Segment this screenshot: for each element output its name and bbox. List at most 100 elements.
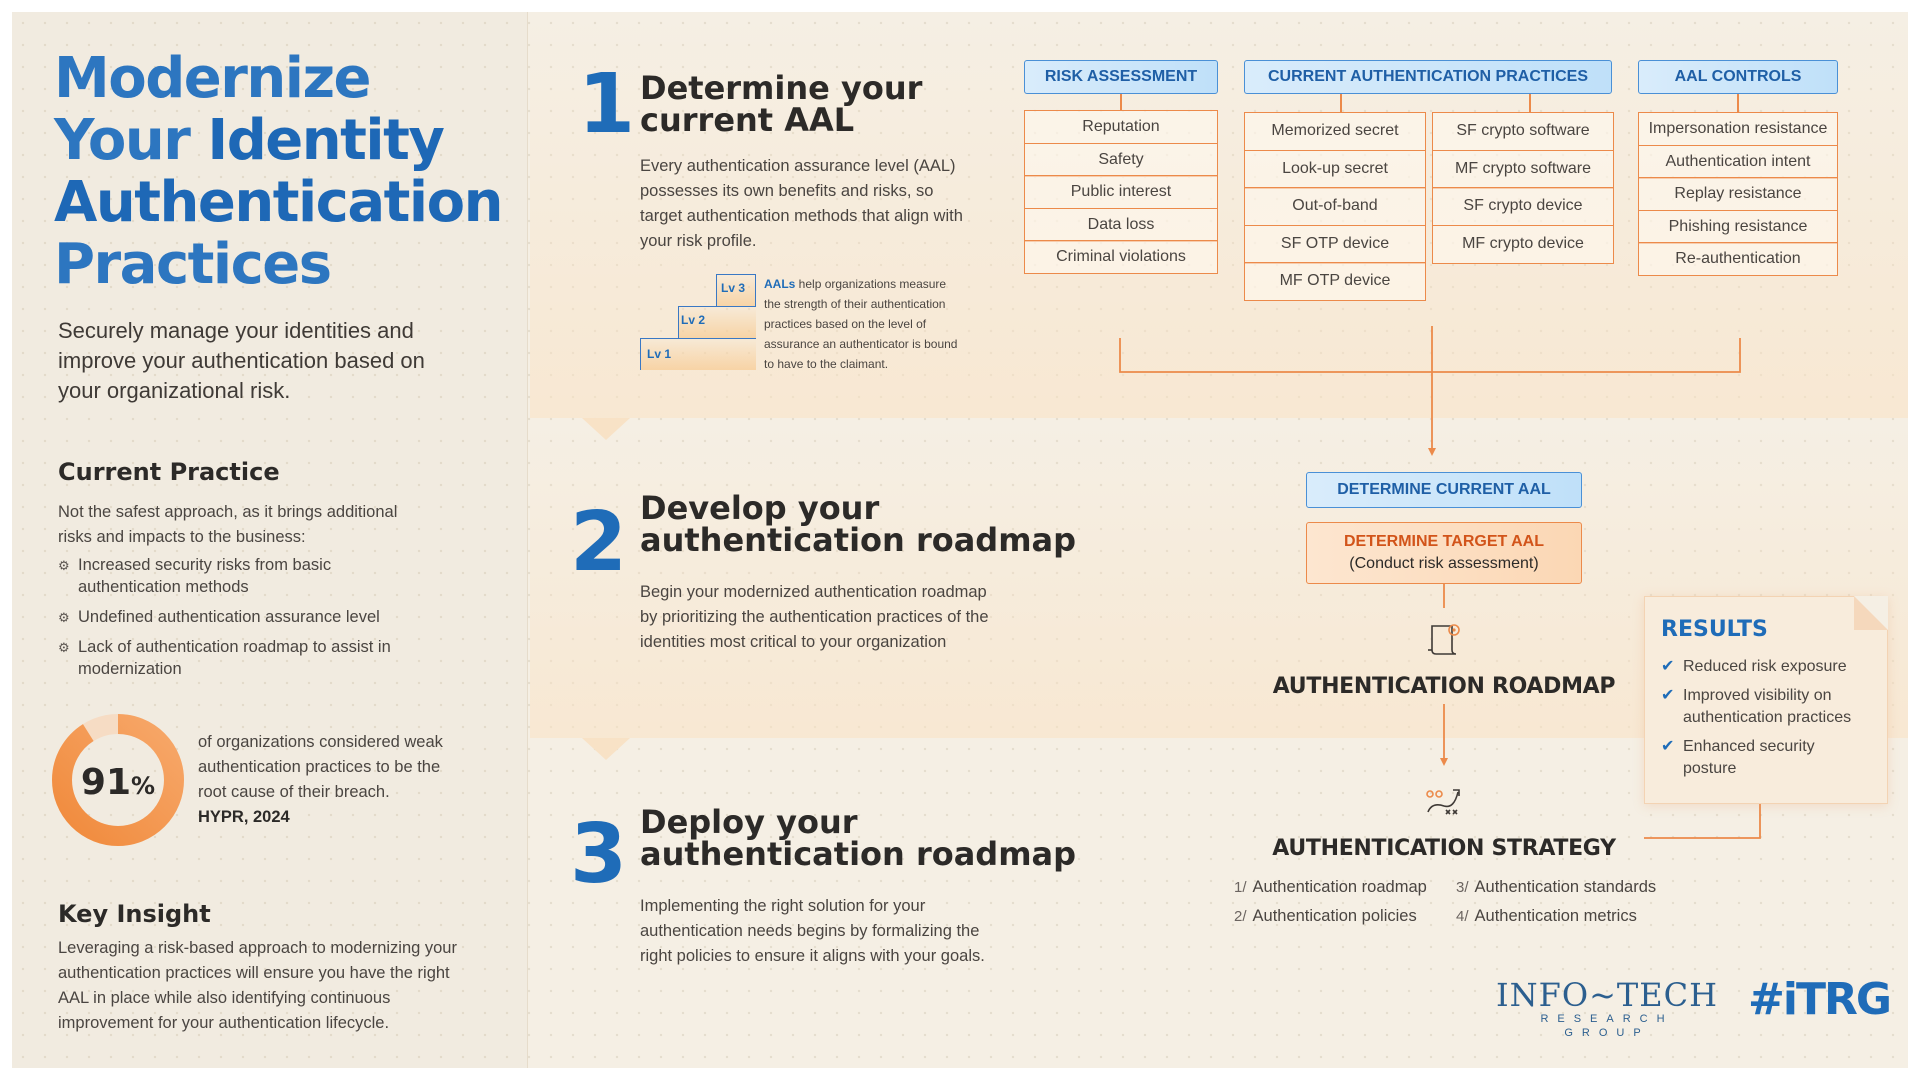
gear-icon: ⚙: [58, 610, 70, 625]
aal-controls-heading: AAL CONTROLS: [1638, 60, 1838, 94]
arrowhead: [1428, 448, 1436, 456]
strategy-item: 4/Authentication metrics: [1456, 907, 1674, 926]
risk-assessment-item: Public interest: [1024, 175, 1218, 209]
current-practice-item: ⚙ Lack of authentication roadmap to assis…: [58, 636, 418, 680]
step1-title-line2: current AAL: [640, 101, 855, 139]
aal-controls-item: Replay resistance: [1638, 177, 1838, 211]
aal-level-label: Lv 3: [721, 281, 746, 295]
results-item: ✔ Improved visibility on authentication p…: [1661, 685, 1871, 729]
hero-title-line3: Authentication: [54, 172, 514, 234]
current-auth-item: SF OTP device: [1244, 224, 1426, 264]
current-auth-stem-1: [1340, 94, 1342, 112]
current-auth-item: MF crypto device: [1432, 224, 1614, 264]
stat-donut-chart: [52, 714, 184, 846]
hero-title-line2-regular: Your: [54, 108, 208, 173]
check-icon: ✔: [1661, 738, 1675, 755]
hero-subtitle: Securely manage your identities and impr…: [58, 318, 425, 403]
results-item-text: Improved visibility on authentication pr…: [1683, 687, 1852, 726]
results-item: ✔ Reduced risk exposure: [1661, 656, 1871, 678]
strategy-item-num: 4/: [1456, 908, 1469, 925]
left-panel: Modernize Your Identity Authentication P…: [12, 12, 528, 1068]
current-auth-practices-heading: CURRENT AUTHENTICATION PRACTICES: [1244, 60, 1612, 94]
step2-description: Begin your modernized authentication roa…: [640, 583, 989, 651]
strategy-item-label: Authentication roadmap: [1252, 878, 1427, 896]
strategy-item: 2/Authentication policies: [1234, 907, 1456, 926]
current-auth-col1: Memorized secret Look-up secret Out-of-b…: [1244, 112, 1426, 301]
step3-description: Implementing the right solution for your…: [640, 897, 985, 965]
stat-value-number: 91: [80, 762, 132, 803]
stat-value-unit: %: [131, 772, 156, 800]
results-item: ✔ Enhanced security posture: [1661, 736, 1871, 780]
donut-value-arc: [52, 714, 184, 846]
band-arrow-2: [582, 738, 630, 760]
risk-assessment-list: Reputation Safety Public interest Data l…: [1024, 110, 1218, 274]
risk-assessment-stem: [1120, 94, 1122, 110]
current-practice-item-text: Undefined authentication assurance level: [78, 608, 380, 626]
risk-assessment-item: Criminal violations: [1024, 240, 1218, 274]
infotech-logo-main: INFO~TECH: [1496, 976, 1718, 1014]
stat-value: 91%: [52, 762, 184, 803]
step2-title-line1: Develop your: [640, 489, 880, 527]
strategy-item-num: 3/: [1456, 879, 1469, 896]
aal-level-label: Lv 2: [681, 313, 706, 327]
current-practice-item-text: Lack of authentication roadmap to assist…: [78, 638, 391, 678]
step1-number: 1: [578, 57, 636, 152]
results-heading: RESULTS: [1661, 617, 1768, 642]
current-practice-list: ⚙ Increased security risks from basic aut…: [58, 554, 418, 688]
current-practice-item-text: Increased security risks from basic auth…: [78, 556, 332, 596]
aal-controls-item: Authentication intent: [1638, 144, 1838, 179]
current-auth-item: SF crypto software: [1432, 112, 1614, 151]
gear-icon: ⚙: [58, 558, 70, 573]
strategy-items: 1/Authentication roadmap 3/Authenticatio…: [1234, 878, 1674, 926]
aal-step-3: Lv 3: [716, 274, 756, 306]
aal-controls-item: Phishing resistance: [1638, 209, 1838, 244]
infotech-logo-sub: RESEARCH GROUP: [1540, 1013, 1674, 1039]
results-corner-fold: [1854, 596, 1888, 630]
aal-note: AALs help organizations measure the stre…: [764, 274, 964, 374]
aal-note-text: help organizations measure the strength …: [764, 277, 958, 371]
step1-description: Every authentication assurance level (AA…: [640, 157, 963, 250]
current-practice-item: ⚙ Undefined authentication assurance leve…: [58, 606, 418, 628]
aal-controls-list: Impersonation resistance Authentication …: [1638, 112, 1838, 276]
strategy-item: 1/Authentication roadmap: [1234, 878, 1456, 897]
gear-icon: ⚙: [58, 640, 70, 655]
step3-title-line1: Deploy your: [640, 803, 858, 841]
aal-controls-item: Re-authentication: [1638, 242, 1838, 276]
results-item-text: Reduced risk exposure: [1683, 658, 1847, 675]
determine-current-aal: DETERMINE CURRENT AAL: [1306, 472, 1582, 508]
check-icon: ✔: [1661, 687, 1675, 704]
results-item-text: Enhanced security posture: [1683, 738, 1815, 777]
determine-target-aal: DETERMINE TARGET AAL (Conduct risk asses…: [1306, 522, 1582, 584]
stat-description: of organizations considered weak authent…: [198, 730, 458, 830]
current-auth-item: Out-of-band: [1244, 187, 1426, 226]
aal-step-1: Lv 1: [640, 338, 756, 370]
current-auth-col2: SF crypto software MF crypto software SF…: [1432, 112, 1614, 264]
step3-number: 3: [570, 807, 628, 902]
step2-number: 2: [570, 495, 628, 590]
step3-title: Deploy your authentication roadmap: [640, 806, 1100, 870]
current-practice-item: ⚙ Increased security risks from basic aut…: [58, 554, 418, 598]
determine-target-title: DETERMINE TARGET AAL: [1344, 533, 1544, 550]
hero-title: Modernize Your Identity Authentication P…: [54, 48, 514, 296]
strategy-item-label: Authentication standards: [1474, 878, 1657, 896]
roadmap-doc-icon: [1428, 624, 1460, 655]
key-insight-heading: Key Insight: [58, 900, 211, 928]
current-practice-heading: Current Practice: [58, 458, 280, 486]
step2-title-line2: authentication roadmap: [640, 521, 1077, 559]
flow-connectors: [1119, 326, 1764, 839]
risk-assessment-heading: RISK ASSESSMENT: [1024, 60, 1218, 94]
aal-controls-stem: [1737, 94, 1739, 112]
current-practice-description: Not the safest approach, as it brings ad…: [58, 503, 398, 546]
step1-title: Determine your current AAL: [640, 72, 1100, 136]
check-icon: ✔: [1661, 658, 1675, 675]
current-auth-item: MF OTP device: [1244, 262, 1426, 301]
current-auth-item: SF crypto device: [1432, 187, 1614, 226]
strategy-item-num: 2/: [1234, 908, 1247, 925]
strategy-to-results-line: [1644, 788, 1761, 839]
current-auth-item: Look-up secret: [1244, 149, 1426, 189]
risk-assessment-item: Data loss: [1024, 207, 1218, 242]
aal-staircase: Lv 1 Lv 2 Lv 3: [640, 274, 756, 370]
hero-title-line1: Modernize: [54, 46, 372, 111]
stat-source: HYPR, 2024: [198, 808, 290, 826]
infographic-sheet: Modernize Your Identity Authentication P…: [12, 12, 1908, 1068]
